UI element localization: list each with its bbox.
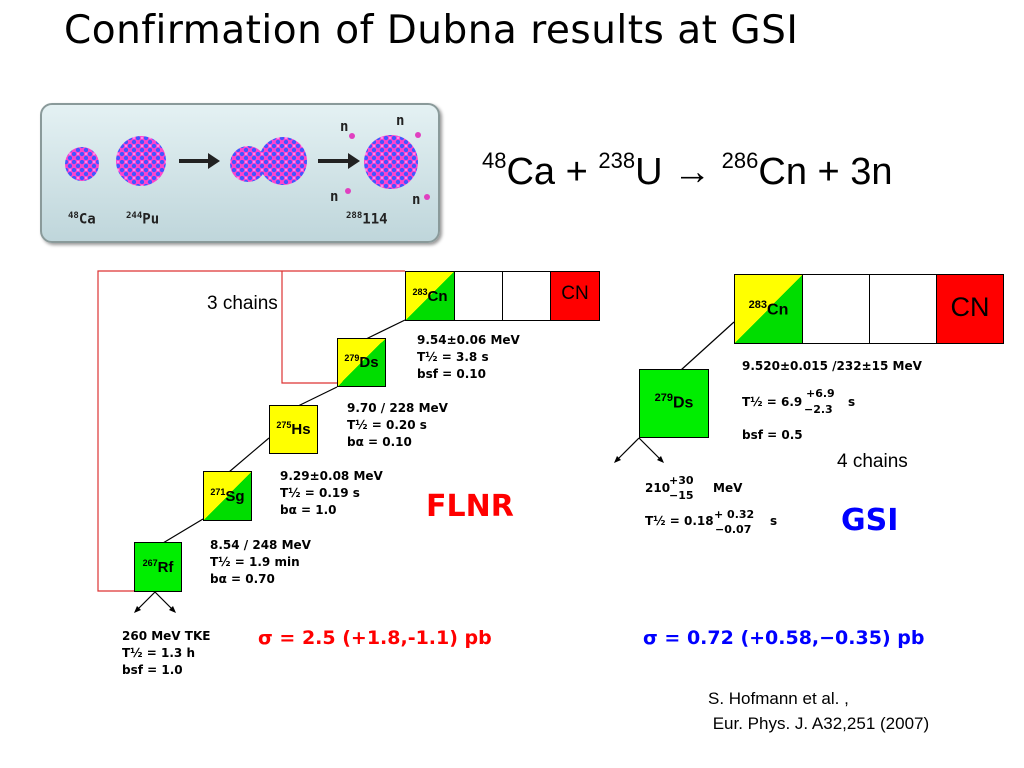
citation: S. Hofmann et al. , Eur. Phys. J. A32,25…	[708, 689, 930, 733]
ca-nucleus-contact	[230, 146, 266, 182]
flnr-label: FLNR	[426, 489, 514, 524]
nuclide-box-ds279: 279Ds	[337, 338, 386, 387]
gsi-branching-ds279: bsf = 0.5	[742, 428, 803, 442]
neutron-label: n	[340, 119, 349, 135]
ca-nucleus	[65, 147, 99, 181]
nuclide-box-hs275: 275Hs	[269, 405, 318, 454]
neutron-label: n	[412, 192, 421, 208]
flnr-cross-section: σ = 2.5 (+1.8,-1.1) pb	[258, 627, 492, 649]
gsi-decay-energy: 9.520±0.015 /232±15 MeV	[742, 359, 922, 373]
empty-cell	[869, 274, 937, 344]
neutron-dot	[349, 133, 355, 139]
page-title: Confirmation of Dubna results at GSI	[64, 8, 799, 53]
product-label: 288114	[346, 211, 388, 228]
gsi-cross-section: σ = 0.72 (+0.58,−0.35) pb	[643, 627, 925, 649]
neutron-label: n	[396, 113, 405, 129]
gsi-fission-energy: 210 +30 −15 MeV	[645, 474, 743, 502]
reaction-equation: 48Ca + 238U → 286Cn + 3n	[482, 148, 893, 193]
empty-cell	[454, 271, 503, 321]
cn-box: CN	[550, 271, 600, 321]
pu-nucleus-contact	[259, 137, 307, 185]
nuclide-box-cn283-gsi: 283Cn	[734, 274, 803, 344]
gsi-halflife-ds279: T½ = 6.9 +6.9 −2.3 s	[742, 387, 856, 416]
nuclide-box-cn283: 283Cn	[405, 271, 455, 321]
empty-cell	[502, 271, 551, 321]
pu-label: 244Pu	[126, 211, 160, 228]
empty-cell	[802, 274, 870, 344]
flnr-chains-count: 3 chains	[207, 293, 278, 314]
arrow-icon	[179, 153, 220, 169]
gsi-label: GSI	[841, 503, 899, 538]
neutron-dot	[345, 188, 351, 194]
gsi-chains-count: 4 chains	[837, 451, 908, 472]
neutron-dot	[415, 132, 421, 138]
pu-nucleus	[116, 136, 166, 186]
cn-box-gsi: CN	[936, 274, 1004, 344]
fission-link	[97, 270, 405, 592]
nuclide-box-sg271: 271Sg	[203, 471, 252, 521]
neutron-dot	[424, 194, 430, 200]
arrow-icon	[318, 153, 360, 169]
nuclide-box-ds279-gsi: 279Ds	[639, 369, 709, 438]
ca-label: 48Ca	[68, 211, 96, 228]
neutron-label: n	[330, 189, 339, 205]
nuclide-box-rf267: 267Rf	[134, 542, 182, 592]
fission-link	[281, 271, 337, 384]
compound-nucleus	[364, 135, 418, 189]
gsi-halflife-fission: T½ = 0.18 + 0.32 −0.07 s	[645, 508, 778, 536]
